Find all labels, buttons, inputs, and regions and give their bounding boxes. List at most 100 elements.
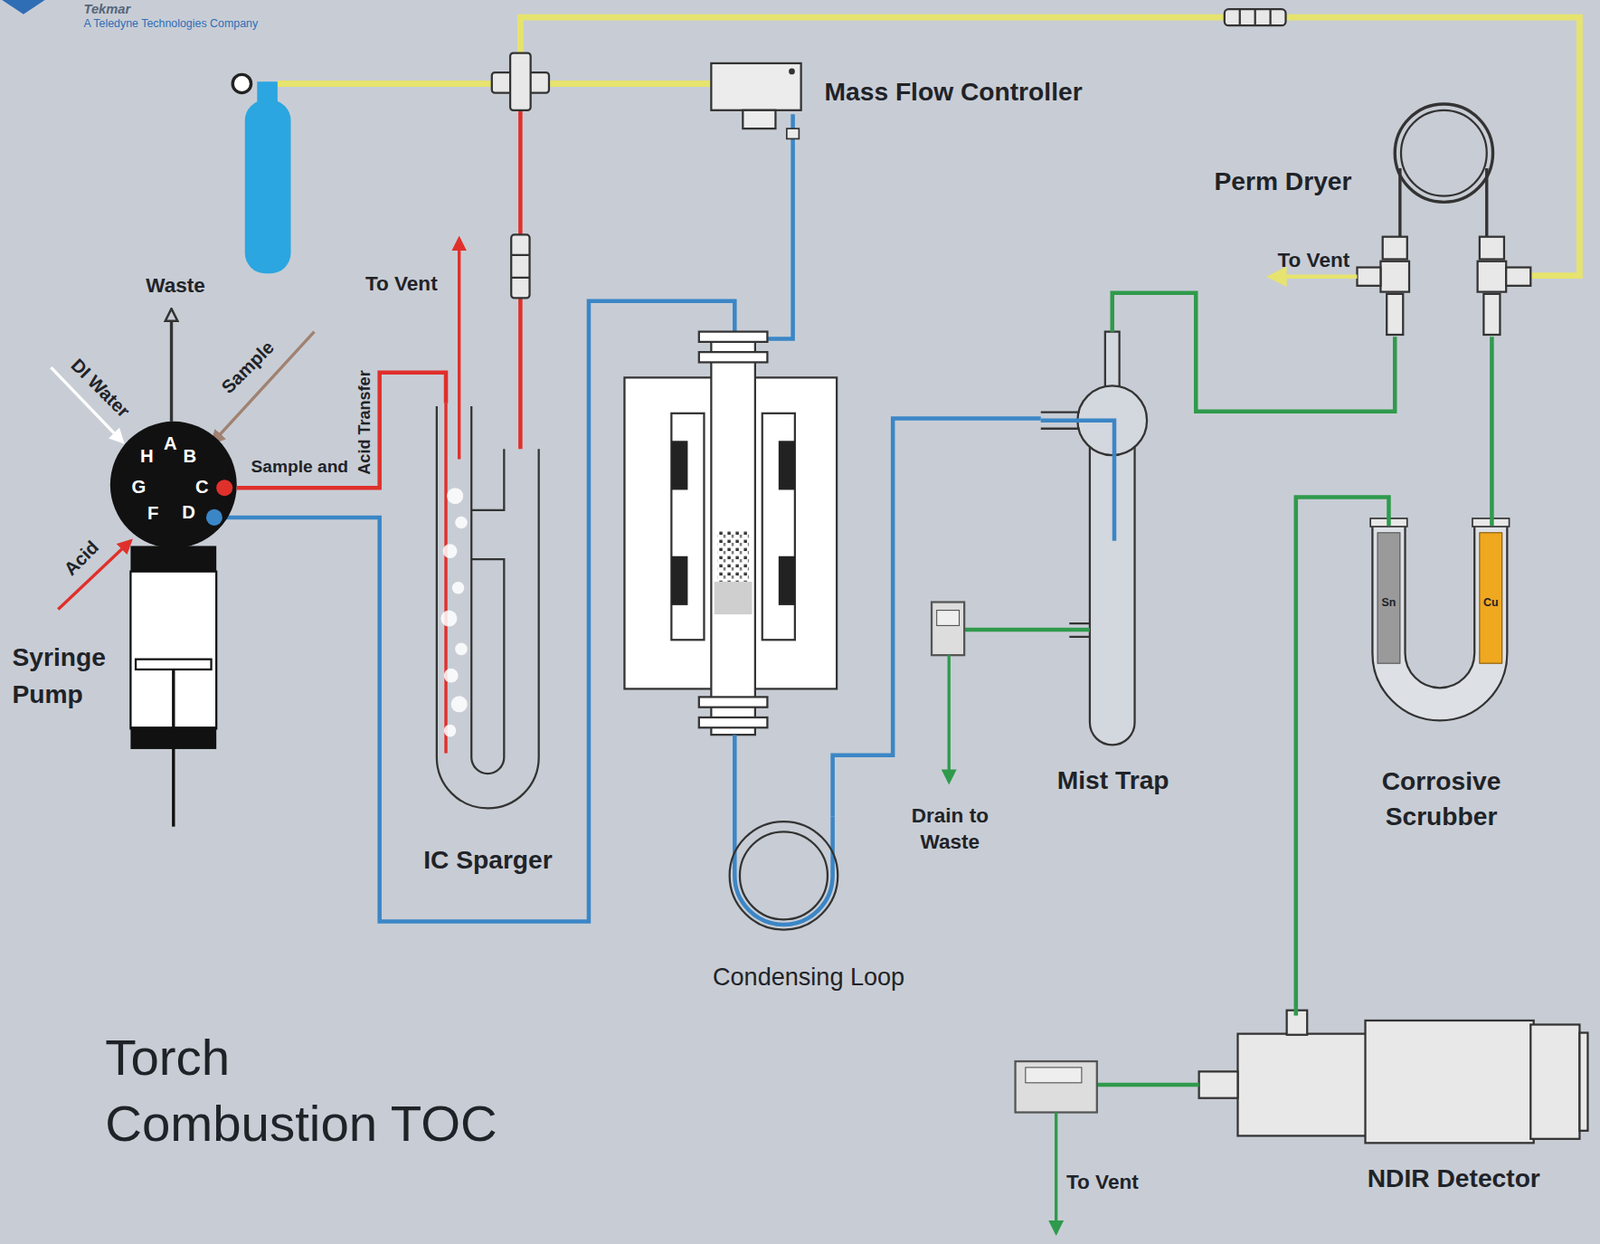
part-label: A Teledyne Technologies Company <box>84 17 259 31</box>
syringe-pump-body <box>135 659 211 670</box>
perm-dryer-coil <box>1356 267 1381 286</box>
node-label: Condensing Loop <box>689 962 929 992</box>
perm-dryer-coil <box>1401 110 1487 197</box>
syringe-pump-body <box>50 310 314 827</box>
gas-cylinder <box>232 74 715 274</box>
part-label: Tekmar <box>84 1 132 19</box>
ndir-detector-body <box>1054 1111 1058 1232</box>
node-label: Mass Flow Controller <box>824 76 1083 108</box>
mass-flow-controller <box>786 128 800 139</box>
part-label: To Vent <box>1277 247 1350 273</box>
ic-sparger-glass <box>454 643 468 656</box>
ic-sparger-glass <box>452 581 465 595</box>
pipe-connector <box>236 372 446 488</box>
perm-dryer-coil <box>1386 293 1403 335</box>
condensing-coil <box>729 821 839 930</box>
ic-sparger-glass <box>440 610 457 627</box>
syringe-pump-body <box>212 331 315 444</box>
carrier-gas-line <box>1240 9 1271 26</box>
syringe-pump-body <box>170 310 173 422</box>
component-box: Mist Trap <box>1041 331 1190 812</box>
mass-flow-controller <box>710 63 801 340</box>
ic-sparger-glass <box>444 668 459 683</box>
mass-flow-controller <box>766 113 793 339</box>
perm-dryer-coil <box>1270 104 1532 335</box>
syringe-pump-body <box>130 545 217 572</box>
ic-sparger-glass <box>444 724 457 738</box>
perm-dryer-coil <box>1380 261 1410 293</box>
mist-trap-glass <box>1041 420 1115 541</box>
corrosive-scrubber-tube <box>1479 532 1503 663</box>
mist-trap-glass <box>1105 331 1120 391</box>
combustion-furnace <box>778 556 796 606</box>
node-label: Perm Dryer <box>1214 166 1353 198</box>
part-label: Drain to Waste <box>902 802 997 856</box>
combustion-furnace <box>624 331 837 736</box>
component-box: NDIR Detector <box>1203 1015 1592 1205</box>
node-label: C <box>195 475 209 498</box>
ndir-detector-body <box>1015 1010 1589 1233</box>
part-label: To Vent <box>1066 1169 1139 1194</box>
mist-trap-glass <box>931 602 965 656</box>
node-label: Syringe Pump <box>12 638 133 713</box>
part-label: Sample and <box>251 455 350 477</box>
component-box: Condensing Loop <box>689 816 935 996</box>
mist-trap-glass <box>931 331 1147 782</box>
node-label: D <box>181 501 196 523</box>
perm-dryer-coil <box>1270 274 1358 279</box>
part-label: Acid Transfer <box>355 369 376 474</box>
pipe-connector <box>1296 496 1390 1015</box>
carrier-gas-line <box>520 9 1580 275</box>
node-label: Sn <box>1382 595 1397 609</box>
perm-dryer-coil <box>1477 261 1507 293</box>
ndir-detector-body <box>1097 1082 1200 1088</box>
combustion-furnace <box>699 717 768 728</box>
ic-sparger-glass <box>451 695 468 712</box>
carrier-gas-line <box>1224 9 1287 26</box>
ic-sparger-glass <box>446 487 464 504</box>
node-label: IC Sparger <box>423 844 553 876</box>
corrosive-scrubber-tube <box>1370 518 1509 720</box>
combustion-furnace <box>671 556 688 606</box>
ic-sparger-glass <box>457 238 461 460</box>
condensing-coil <box>729 734 839 929</box>
syringe-pump-body <box>216 479 233 496</box>
carrier-gas-line <box>520 17 1580 275</box>
mist-trap-glass <box>964 627 1090 633</box>
mist-trap-glass <box>947 654 951 782</box>
node-label: Mist Trap <box>1057 765 1170 796</box>
ndir-detector-body <box>1015 1060 1098 1112</box>
mass-flow-controller <box>742 110 776 129</box>
combustion-furnace <box>717 530 749 582</box>
node-label: NDIR Detector <box>1367 1163 1541 1194</box>
gas-cylinder <box>232 74 251 93</box>
node-label: B <box>182 444 197 467</box>
sparge-gas-line <box>511 234 530 298</box>
syringe-pump-body <box>130 726 217 749</box>
pipe-connector <box>833 418 1042 817</box>
syringe-pump-body <box>206 509 223 526</box>
ndir-detector-body <box>1199 1070 1239 1098</box>
part-label: Acid <box>59 536 104 580</box>
component-box: IC Sparger <box>413 403 578 883</box>
condensing-coil <box>739 831 828 919</box>
logo-mark <box>1 0 45 15</box>
component-box: Perm Dryer <box>1209 96 1531 337</box>
combustion-furnace <box>671 413 704 640</box>
combustion-furnace <box>699 331 768 342</box>
part-label: To Vent <box>365 271 438 296</box>
perm-dryer-coil <box>1505 267 1531 286</box>
sparge-gas-line <box>511 255 530 278</box>
pipe-connector <box>1489 336 1495 526</box>
perm-dryer-coil <box>1394 104 1493 202</box>
sparge-gas-line <box>492 53 550 450</box>
ndir-detector-body <box>1025 1067 1082 1083</box>
combustion-furnace <box>778 440 796 490</box>
component-box: Syringe Pump <box>5 550 220 832</box>
perm-dryer-coil <box>1479 236 1505 260</box>
combustion-furnace <box>699 696 768 707</box>
logo-mark <box>1 0 45 15</box>
node-label: F <box>147 501 159 524</box>
